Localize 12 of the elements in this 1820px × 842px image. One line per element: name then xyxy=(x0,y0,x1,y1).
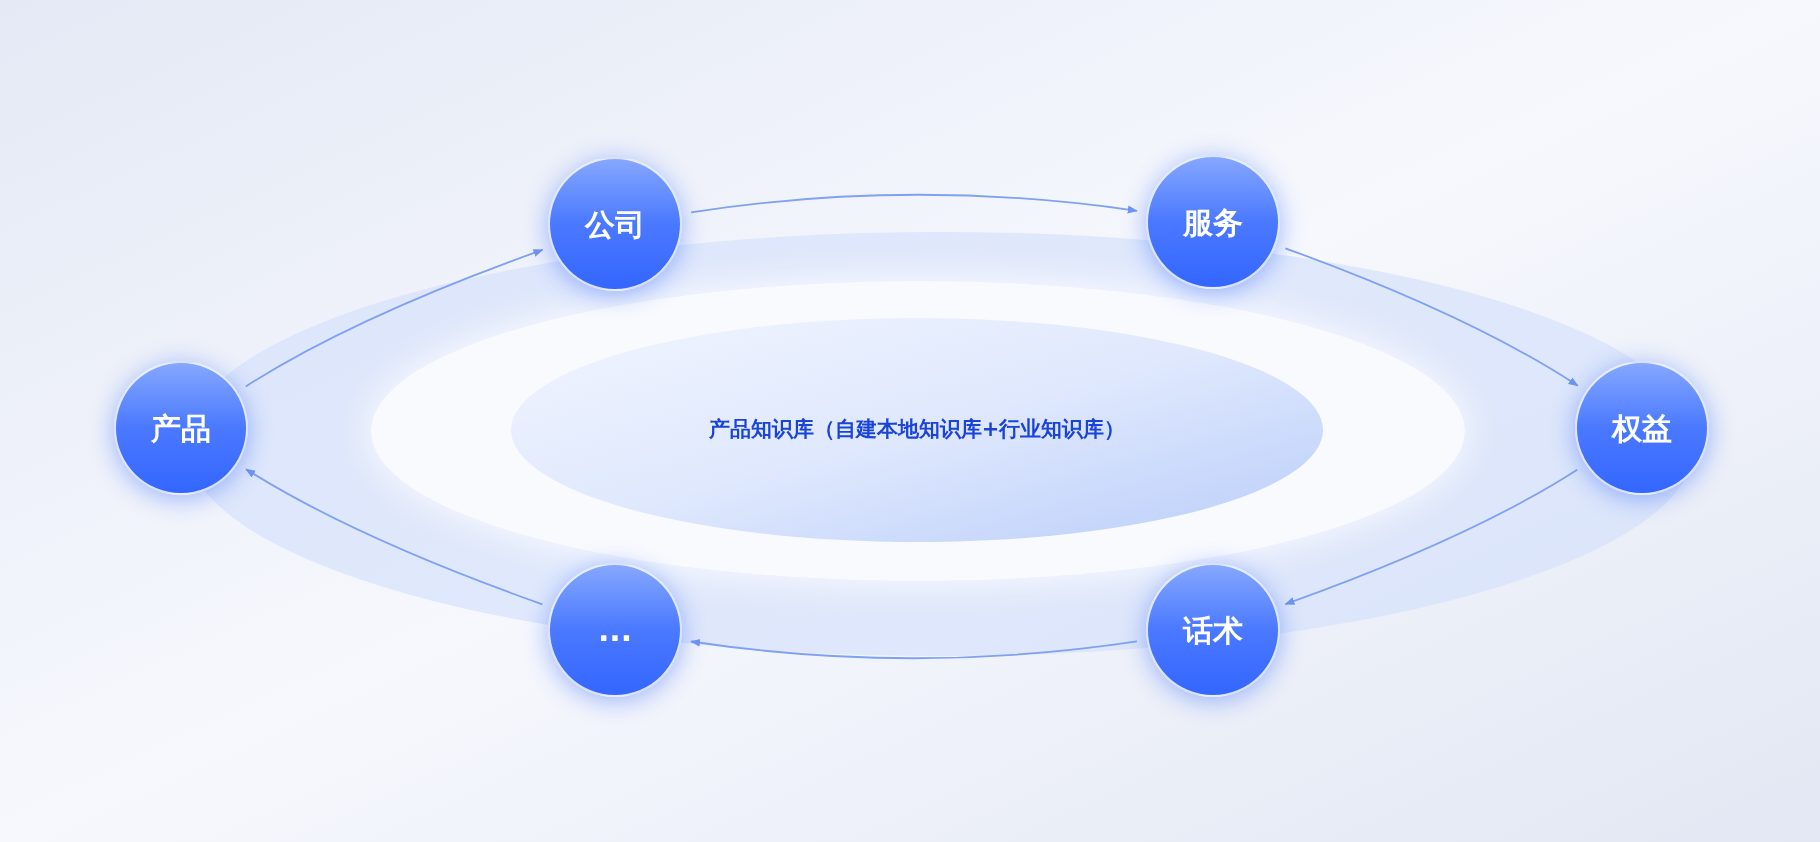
topic-label: 话术 xyxy=(1183,611,1243,650)
arrow xyxy=(245,468,544,606)
center-label: 产品知识库（自建本地知识库+行业知识库） xyxy=(708,416,1126,444)
arrow xyxy=(244,249,544,388)
arrow xyxy=(690,193,1138,214)
arrow xyxy=(690,638,1138,660)
topic-label: 公司 xyxy=(585,205,645,244)
topic-label: ... xyxy=(597,611,633,650)
topic-label: 产品 xyxy=(151,409,211,448)
topic-label: 权益 xyxy=(1612,409,1672,448)
arrow xyxy=(1284,247,1579,387)
topic-label: 服务 xyxy=(1183,203,1243,242)
